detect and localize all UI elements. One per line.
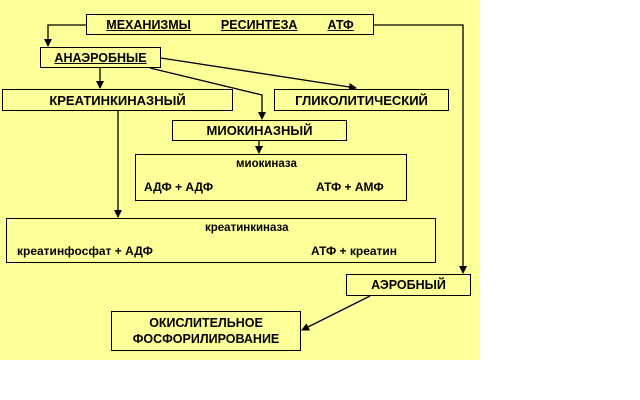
creatine-products: АТФ + креатин [311,244,398,258]
creatine-reactants: креатинфосфат + АДФ [17,244,153,258]
myokinase-enzyme-label: миокиназа [236,158,297,170]
myokinase-reactants: АДФ + АДФ [144,180,214,194]
oxidative-phosphorylation-box: ОКИСЛИТЕЛЬНОЕ ФОСФОРИЛИРОВАНИЕ [111,311,301,351]
title-word-atp: АТФ [327,17,354,32]
myokinase-box: МИОКИНАЗНЫЙ [172,120,347,141]
creatine-reaction-box: креатинкиназа креатинфосфат + АДФ АТФ + … [6,218,436,263]
creatine-kinase-box: КРЕАТИНКИНАЗНЫЙ [2,89,233,111]
glycolytic-box: ГЛИКОЛИТИЧЕСКИЙ [274,89,449,111]
title-word-mechanisms: МЕХАНИЗМЫ [106,17,191,32]
title-box: МЕХАНИЗМЫ РЕСИНТЕЗА АТФ [86,14,374,35]
anaerobic-box: АНАЭРОБНЫЕ [40,47,161,68]
oxidative-line2: ФОСФОРИЛИРОВАНИЕ [132,332,280,346]
oxidative-line1: ОКИСЛИТЕЛЬНОЕ [149,316,263,330]
title-word-resynthesis: РЕСИНТЕЗА [220,17,298,32]
myokinase-products: АТФ + АМФ [316,180,384,194]
myokinase-reaction-box: миокиназа АДФ + АДФ АТФ + АМФ [135,154,407,201]
creatine-enzyme-label: креатинкиназа [205,222,289,234]
aerobic-box: АЭРОБНЫЙ [346,274,471,296]
